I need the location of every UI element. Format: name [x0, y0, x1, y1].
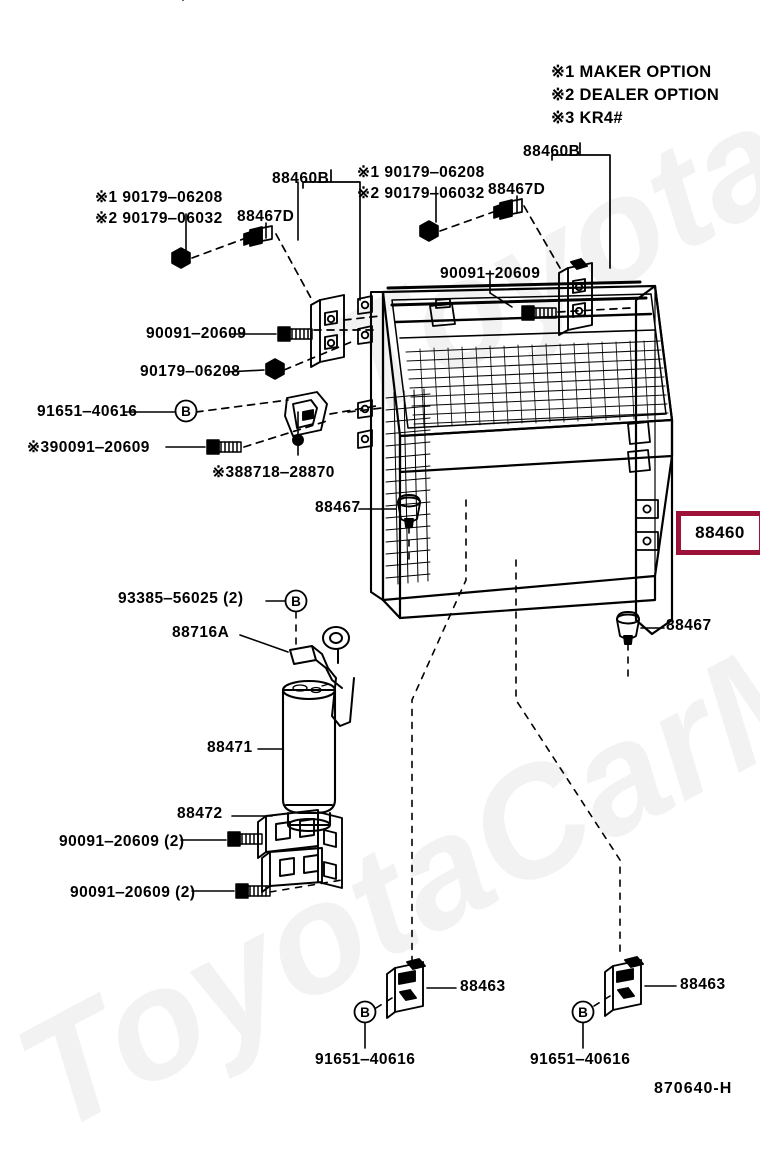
circled-b-marker — [571, 1000, 595, 1024]
part-label-88718-28870: ※388718‒28870 — [212, 464, 335, 481]
drawing-code: 870640-H — [654, 1080, 733, 1097]
legend-kr4: ※3 KR4# — [551, 109, 623, 127]
part-label-90091-20609-left: 90091‒20609 — [146, 325, 247, 342]
svg-text:B: B — [291, 594, 301, 609]
part-label-90179-06208-option1: ※1 90179‒06208 — [95, 189, 223, 206]
part-label-90179-06208-option1-right: ※1 90179‒06208 — [357, 164, 485, 181]
circled-reference-markers: B B B B — [174, 399, 595, 1024]
highlighted-part-callout-88460[interactable]: 88460 — [676, 511, 760, 555]
part-label-91651-40616-left: 91651‒40616 — [37, 403, 138, 420]
circled-b-marker — [174, 399, 198, 423]
part-label-88467d-right: 88467D — [488, 181, 546, 198]
circled-b-marker — [353, 1000, 377, 1024]
part-label-88463-right: 88463 — [680, 976, 726, 993]
part-label-90179-06032-option2: ※2 90179‒06032 — [95, 210, 223, 227]
part-label-88460b-left: 88460B — [272, 170, 330, 187]
legend-maker-option: ※1 MAKER OPTION — [551, 63, 712, 81]
svg-text:B: B — [181, 404, 191, 419]
part-label-88467d-left: 88467D — [237, 208, 295, 225]
part-label-90091-20609-option3: ※390091‒20609 — [27, 439, 150, 456]
part-label-88467-left: 88467 — [315, 499, 361, 516]
part-label-90091-20609-qty2-lower: 90091‒20609 (2) — [70, 884, 196, 901]
part-label-90091-20609-top: 90091‒20609 — [440, 265, 541, 282]
part-label-91651-40616-bottom-right: 91651‒40616 — [530, 1051, 631, 1068]
part-label-88460b-right: 88460B — [523, 143, 581, 160]
part-label-88463-left: 88463 — [460, 978, 506, 995]
part-label-88716a: 88716A — [172, 624, 230, 641]
part-label-88467-right: 88467 — [666, 617, 712, 634]
diagram-linework — [124, 0, 677, 1049]
part-label-90091-20609-qty2-upper: 90091‒20609 (2) — [59, 833, 185, 850]
part-label-91651-40616-bottom-left: 91651‒40616 — [315, 1051, 416, 1068]
circled-b-marker — [284, 589, 308, 613]
part-label-93385-56025: 93385‒56025 (2) — [118, 590, 244, 607]
svg-text:B: B — [578, 1005, 588, 1020]
part-label-90179-06208-left: 90179‒06208 — [140, 363, 241, 380]
svg-text:B: B — [360, 1005, 370, 1020]
part-label-90179-06032-option2-right: ※2 90179‒06032 — [357, 185, 485, 202]
part-label-88472: 88472 — [177, 805, 223, 822]
part-label-88471: 88471 — [207, 739, 253, 756]
legend-dealer-option: ※2 DEALER OPTION — [551, 86, 720, 104]
